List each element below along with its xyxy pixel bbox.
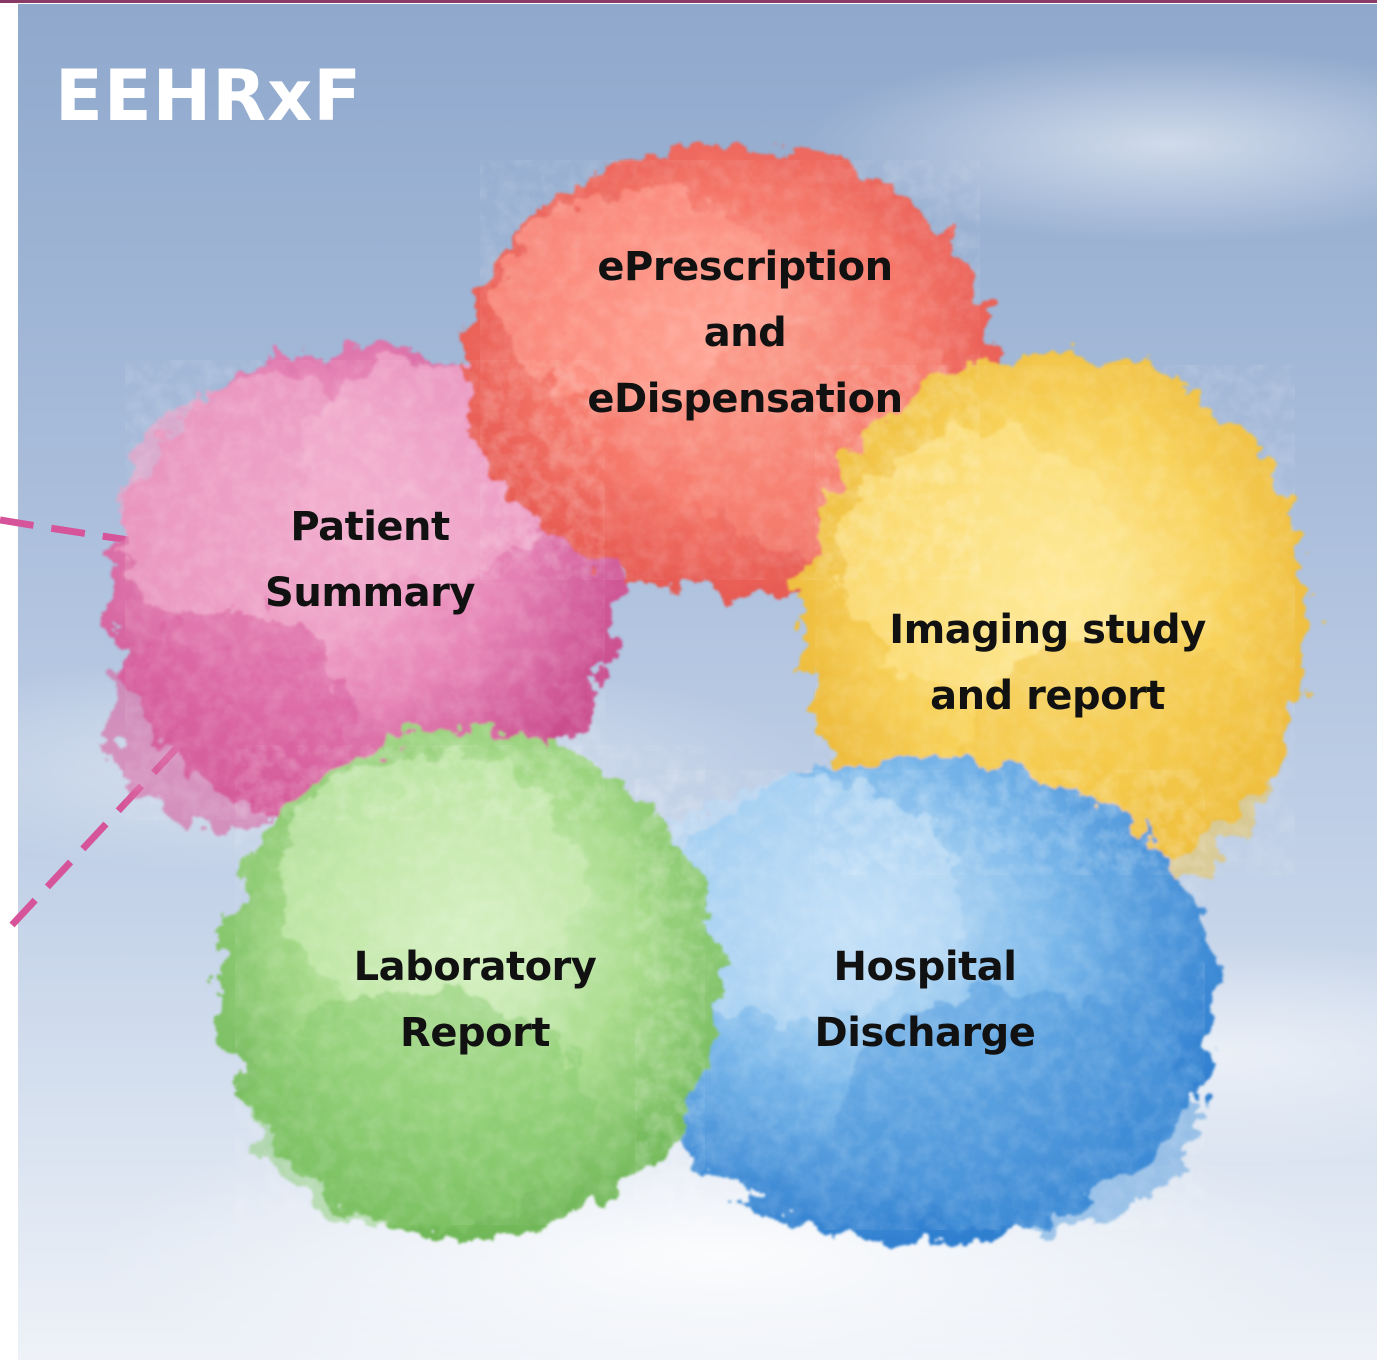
slide-title: EEHRxF	[55, 55, 363, 137]
cloud-texture	[125, 160, 1295, 1230]
hospital-discharge-label: Hospital Discharge	[814, 944, 1036, 1056]
top-rule	[0, 0, 1377, 3]
eprescription-label: ePrescription and eDispensation	[587, 244, 903, 422]
laboratory-report-label: Laboratory Report	[353, 944, 597, 1056]
patient-summary-label: Patient Summary	[265, 504, 475, 616]
imaging-study-label: Imaging study and report	[889, 607, 1206, 719]
